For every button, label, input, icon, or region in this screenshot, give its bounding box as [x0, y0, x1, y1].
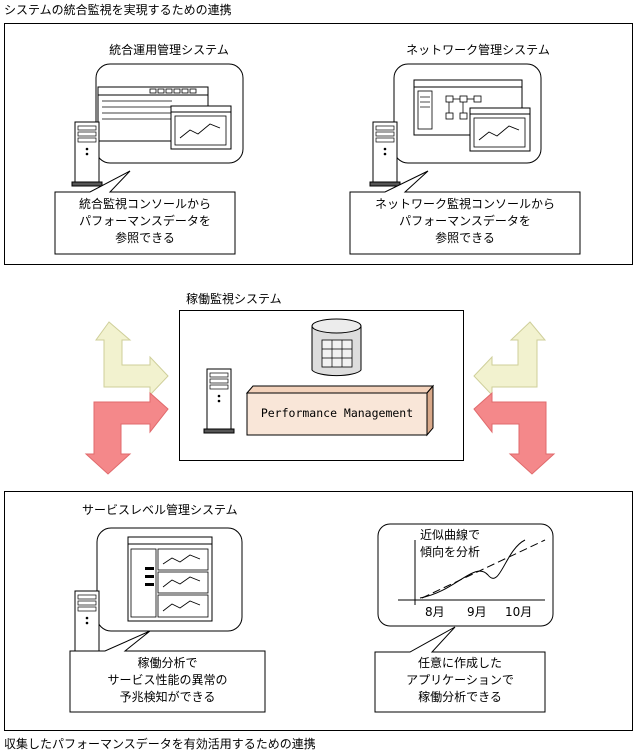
- integrated-server-icon: [71, 121, 103, 187]
- service-right-callout-box: [374, 626, 546, 713]
- bottom-caption: 収集したパフォーマンスデータを有効活用するための連携: [4, 737, 316, 751]
- service-level-system-title: サービスレベル管理システム: [82, 503, 238, 517]
- operation-server-icon: [203, 368, 235, 434]
- service-right-callout-text: 任意に作成した アプリケーションで 稼働分析できる: [406, 656, 514, 704]
- performance-management-label: Performance Management: [260, 406, 414, 420]
- service-left-callout-text: 稼働分析で サービス性能の異常の 予兆検知ができる: [107, 656, 228, 704]
- database-icon: [311, 318, 362, 377]
- chart-month-10: 10月: [505, 605, 533, 619]
- left-red-arrow-icon: [84, 391, 169, 475]
- service-server-icon: [71, 590, 103, 656]
- network-callout-text: ネットワーク監視コンソールから パフォーマンスデータを 参照できる: [374, 197, 555, 245]
- service-dashboard-window: [127, 536, 213, 622]
- operation-system-title: 稼働監視システム: [186, 292, 282, 306]
- network-window-front: [469, 107, 531, 152]
- left-yellow-arrow-icon: [95, 321, 169, 397]
- right-yellow-arrow-icon: [473, 321, 547, 397]
- top-caption: システムの統合監視を実現するための連携: [4, 3, 232, 17]
- right-red-arrow-icon: [473, 391, 556, 475]
- chart-month-9: 9月: [467, 605, 487, 619]
- service-left-callout-box: [69, 630, 266, 713]
- network-server-icon: [369, 121, 401, 187]
- chart-month-8: 8月: [425, 605, 445, 619]
- performance-management-box: [245, 384, 435, 437]
- integrated-callout-box: [54, 170, 236, 255]
- trend-chart-annotation: 近似曲線で 傾向を分析: [420, 528, 481, 559]
- trend-chart: [398, 539, 546, 605]
- integrated-callout-text: 統合監視コンソールから パフォーマンスデータを 参照できる: [78, 197, 211, 245]
- integrated-window-front: [170, 105, 232, 150]
- network-system-title: ネットワーク管理システム: [406, 43, 550, 57]
- network-callout-box: [349, 170, 581, 255]
- integrated-system-title: 統合運用管理システム: [109, 43, 229, 57]
